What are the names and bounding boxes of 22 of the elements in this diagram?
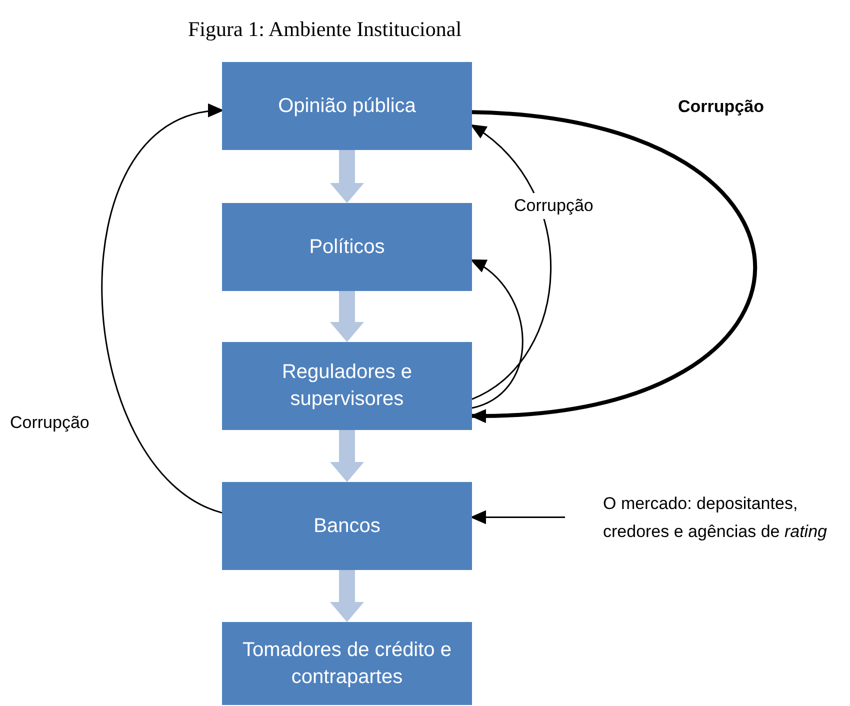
block-arrow — [330, 291, 364, 342]
process-box — [222, 203, 472, 291]
arrow — [101, 106, 224, 514]
box-label: Opinião pública — [278, 94, 416, 118]
block-arrow — [330, 570, 364, 622]
box-label: Bancos — [314, 514, 380, 538]
box-label: Reguladores e supervisores — [280, 360, 414, 412]
arrow — [470, 259, 524, 409]
process-box — [222, 482, 472, 570]
process-box — [222, 62, 472, 150]
market-text: O mercado: depositantes, credores e agências de rating — [603, 493, 828, 543]
box-label: Tomadores de crédito e contrapartes — [241, 638, 452, 690]
arrow — [470, 124, 552, 400]
figure-title: Figura 1: Ambiente Institucional — [188, 16, 462, 43]
arrow — [470, 110, 757, 422]
block-arrow — [330, 430, 364, 482]
process-box — [222, 342, 472, 430]
edge-label: Corrupção — [512, 193, 596, 218]
block-arrow — [330, 150, 364, 203]
box-label: Políticos — [309, 234, 385, 260]
arrow — [470, 510, 565, 524]
process-box — [222, 622, 472, 705]
